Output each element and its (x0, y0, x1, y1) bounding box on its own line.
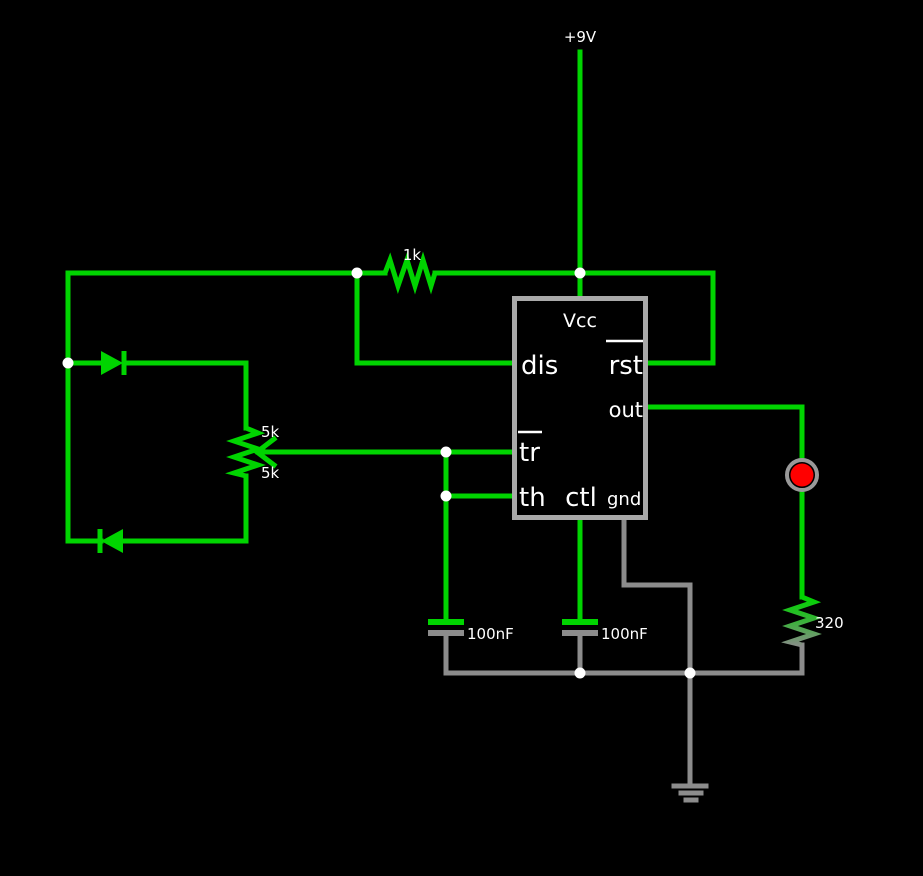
chip-pin-dis-label: dis (521, 351, 558, 381)
chip-pin-ctl-label: ctl (565, 483, 597, 513)
ground-symbol[interactable] (671, 783, 709, 803)
wire-rst-segment (432, 270, 716, 366)
capacitor-c2-label: 100nF (601, 625, 648, 643)
potentiometer-top-label: 5k (261, 423, 280, 441)
diode-d1-triangle (101, 351, 123, 375)
potentiometer-wiper-arrow (252, 435, 278, 469)
chip-pin-th-label: th (519, 483, 546, 513)
wire-diode1-to-pot[interactable] (121, 360, 249, 431)
led-lit-core (790, 463, 814, 487)
led-ring (785, 458, 819, 492)
wire-gnd-pin-segment (621, 517, 693, 676)
wire-out-to-led[interactable] (645, 404, 805, 462)
wire-d1-right (121, 360, 249, 431)
voltage-source-9v[interactable]: +9V (564, 28, 597, 46)
potentiometer-zigzag (225, 425, 266, 479)
resistor-1k[interactable]: 1k (382, 246, 438, 295)
chip-pin-out-label: out (609, 398, 643, 422)
led[interactable] (785, 458, 819, 492)
junction-dot (351, 267, 363, 279)
supply-label: +9V (564, 28, 597, 46)
wire-d2-right (121, 473, 249, 544)
chip-pin-vcc-label: Vcc (563, 310, 597, 332)
junction-dot (440, 446, 452, 458)
capacitor-c1-label: 100nF (467, 625, 514, 643)
chip-555-timer[interactable]: Vcc dis rst out tr th ctl gnd (512, 296, 648, 520)
resistor-320-zigzag (781, 594, 822, 648)
capacitor-c2[interactable]: 100nF (562, 619, 648, 643)
potentiometer-5k[interactable]: 5k 5k (225, 423, 280, 482)
junction-dots (62, 267, 696, 679)
resistor-1k-zigzag (382, 251, 438, 295)
capacitor-c1[interactable]: 100nF (428, 619, 514, 643)
diode-d1[interactable] (101, 351, 127, 375)
junction-dot (62, 357, 74, 369)
resistor-320-label: 320 (815, 614, 844, 632)
wire-top-rail-right-to-rst[interactable] (432, 270, 716, 366)
junction-dot (574, 667, 586, 679)
wire-dis-branch[interactable] (354, 270, 515, 366)
junction-dot (440, 490, 452, 502)
wire-pot-to-diode2[interactable] (121, 473, 249, 544)
wire-chip-gnd-pin[interactable] (621, 517, 693, 676)
chip-pin-rst-label: rst (609, 351, 643, 381)
wire-dis-segment (354, 270, 515, 366)
wire-out-segment (645, 404, 805, 462)
chip-555-body (512, 296, 648, 520)
potentiometer-bottom-label: 5k (261, 464, 280, 482)
diode-d2[interactable] (97, 529, 123, 553)
junction-dot (684, 667, 696, 679)
resistor-1k-label: 1k (403, 246, 422, 264)
chip-pin-gnd-label: gnd (607, 489, 641, 510)
chip-pin-tr-label: tr (519, 438, 540, 468)
junction-dot (574, 267, 586, 279)
resistor-320[interactable]: 320 (781, 594, 844, 648)
diode-d2-triangle (101, 529, 123, 553)
